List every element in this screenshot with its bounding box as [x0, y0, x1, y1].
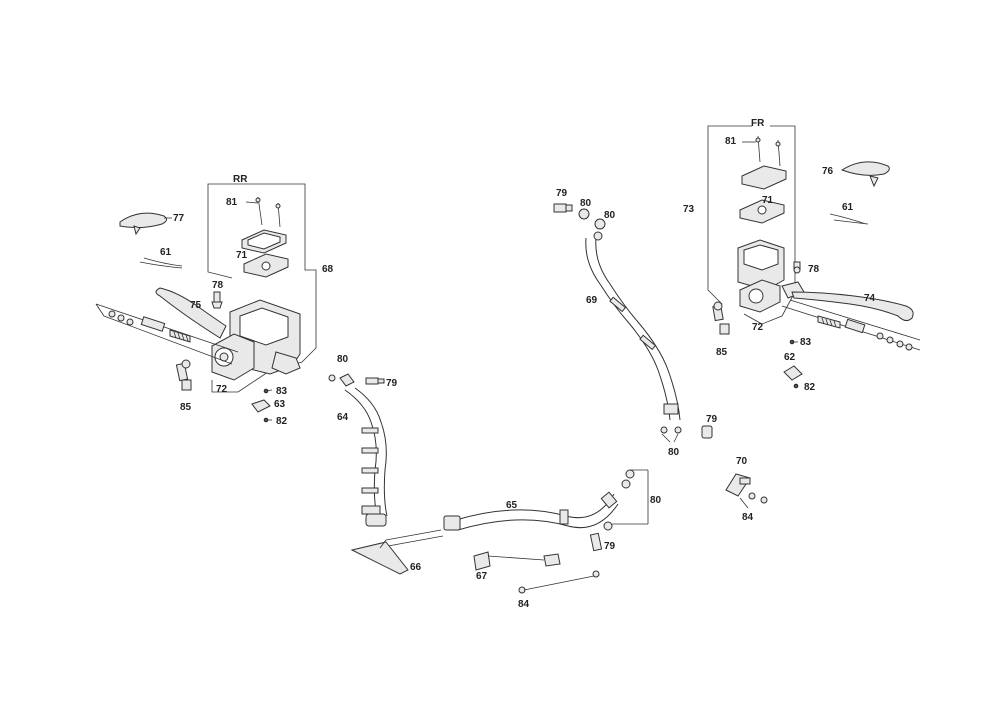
bracket-70	[725, 473, 768, 509]
callout-66: 66	[410, 562, 422, 573]
callout-79-mid: 79	[604, 541, 616, 552]
group-label-front: FR	[751, 118, 765, 129]
callout-81-front: 81	[725, 136, 737, 147]
callout-80-mid: 80	[650, 495, 662, 506]
callout-78-rear: 78	[212, 280, 224, 291]
brake-hose-65	[443, 469, 635, 552]
front-lever-pivot-parts	[817, 315, 913, 351]
callout-70: 70	[736, 456, 748, 467]
callout-81-rear: 81	[226, 197, 238, 208]
callout-79-right: 79	[706, 414, 718, 425]
rear-lever-pivot-parts	[108, 310, 191, 343]
callout-83-front: 83	[800, 337, 812, 348]
brake-pipe-66	[350, 529, 444, 575]
brake-hose-69	[553, 203, 713, 439]
callout-80-right: 80	[668, 447, 680, 458]
callout-75: 75	[190, 300, 202, 311]
callout-69: 69	[586, 295, 598, 306]
callout-80-top-a: 80	[580, 198, 592, 209]
callout-82-front: 82	[804, 382, 816, 393]
group-label-rear: RR	[233, 174, 248, 185]
callout-85-rear: 85	[180, 402, 192, 413]
callout-72-rear: 72	[216, 384, 228, 395]
callout-80-left: 80	[337, 354, 349, 365]
callout-62: 62	[784, 352, 796, 363]
front-master-cylinder-assembly: FR	[707, 118, 921, 389]
callout-61-front: 61	[842, 202, 854, 213]
callout-65: 65	[506, 500, 518, 511]
callout-83-rear: 83	[276, 386, 288, 397]
callout-68: 68	[322, 264, 334, 275]
callout-71-rear: 71	[236, 250, 248, 261]
callout-84-right: 84	[742, 512, 754, 523]
callout-79-left: 79	[386, 378, 398, 389]
rear-master-cylinder-assembly: RR	[95, 174, 317, 423]
callout-73: 73	[683, 204, 695, 215]
brake-hose-64	[328, 373, 388, 527]
callout-85-front: 85	[716, 347, 728, 358]
callout-74: 74	[864, 293, 876, 304]
callout-61-rear: 61	[160, 247, 172, 258]
callout-67: 67	[476, 571, 488, 582]
callout-77: 77	[173, 213, 185, 224]
bracket-67	[473, 551, 600, 594]
callout-82-rear: 82	[276, 416, 288, 427]
callout-84-bottom: 84	[518, 599, 530, 610]
callout-72-front: 72	[752, 322, 764, 333]
callout-64: 64	[337, 412, 349, 423]
callout-79-top: 79	[556, 188, 568, 199]
callout-76: 76	[822, 166, 834, 177]
callout-78-front: 78	[808, 264, 820, 275]
callout-71-front: 71	[762, 195, 774, 206]
callout-80-top-b: 80	[604, 210, 616, 221]
callout-63: 63	[274, 399, 286, 410]
